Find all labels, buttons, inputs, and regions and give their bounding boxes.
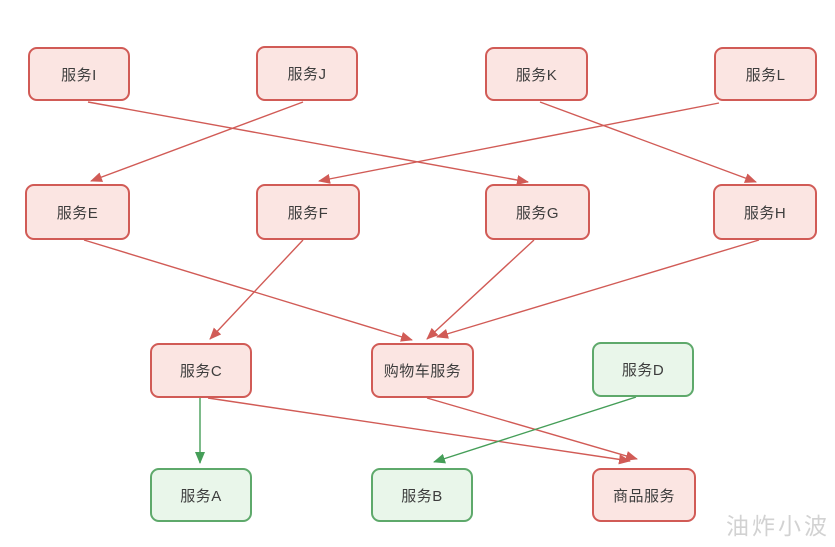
node-service-j: 服务J <box>256 46 358 101</box>
node-service-g: 服务G <box>485 184 590 240</box>
node-label: 购物车服务 <box>383 363 462 380</box>
node-service-i: 服务I <box>28 47 130 101</box>
node-service-l: 服务L <box>714 47 817 101</box>
node-cart-service: 购物车服务 <box>371 343 474 398</box>
edge-service-d-to-service-b <box>433 396 637 464</box>
node-label: 服务E <box>56 204 99 222</box>
node-service-d: 服务D <box>592 342 694 397</box>
edge-cart-service-to-product-service <box>426 397 638 461</box>
node-label: 服务I <box>61 66 97 84</box>
edge-service-g-to-cart-service <box>426 239 535 340</box>
node-service-k: 服务K <box>485 47 588 101</box>
node-label: 服务G <box>515 204 560 222</box>
node-service-c: 服务C <box>150 343 252 398</box>
node-product-service: 商品服务 <box>592 468 696 522</box>
node-service-b: 服务B <box>371 468 473 522</box>
node-label: 服务L <box>745 66 786 84</box>
edge-service-h-to-cart-service <box>436 239 760 339</box>
node-service-a: 服务A <box>150 468 252 522</box>
edge-service-k-to-service-h <box>539 101 757 183</box>
edge-service-j-to-service-e <box>90 101 304 182</box>
edge-service-e-to-cart-service <box>83 239 413 342</box>
node-label: 服务F <box>287 204 329 222</box>
node-service-e: 服务E <box>25 184 130 240</box>
node-label: 服务D <box>621 362 665 379</box>
node-label: 服务B <box>401 487 443 505</box>
node-label: 服务K <box>515 66 558 84</box>
node-label: 服务J <box>287 66 327 83</box>
edge-service-c-to-product-service <box>207 397 631 465</box>
node-label: 服务C <box>179 363 223 380</box>
node-service-h: 服务H <box>713 184 817 240</box>
node-label: 服务A <box>180 487 222 505</box>
edge-service-l-to-service-f <box>318 102 720 184</box>
edge-service-f-to-service-c <box>209 239 304 340</box>
node-label: 服务H <box>743 204 787 222</box>
node-service-f: 服务F <box>256 184 360 240</box>
edge-service-i-to-service-g <box>87 101 529 185</box>
watermark: 油炸小波 <box>726 513 830 539</box>
node-label: 商品服务 <box>612 487 675 505</box>
